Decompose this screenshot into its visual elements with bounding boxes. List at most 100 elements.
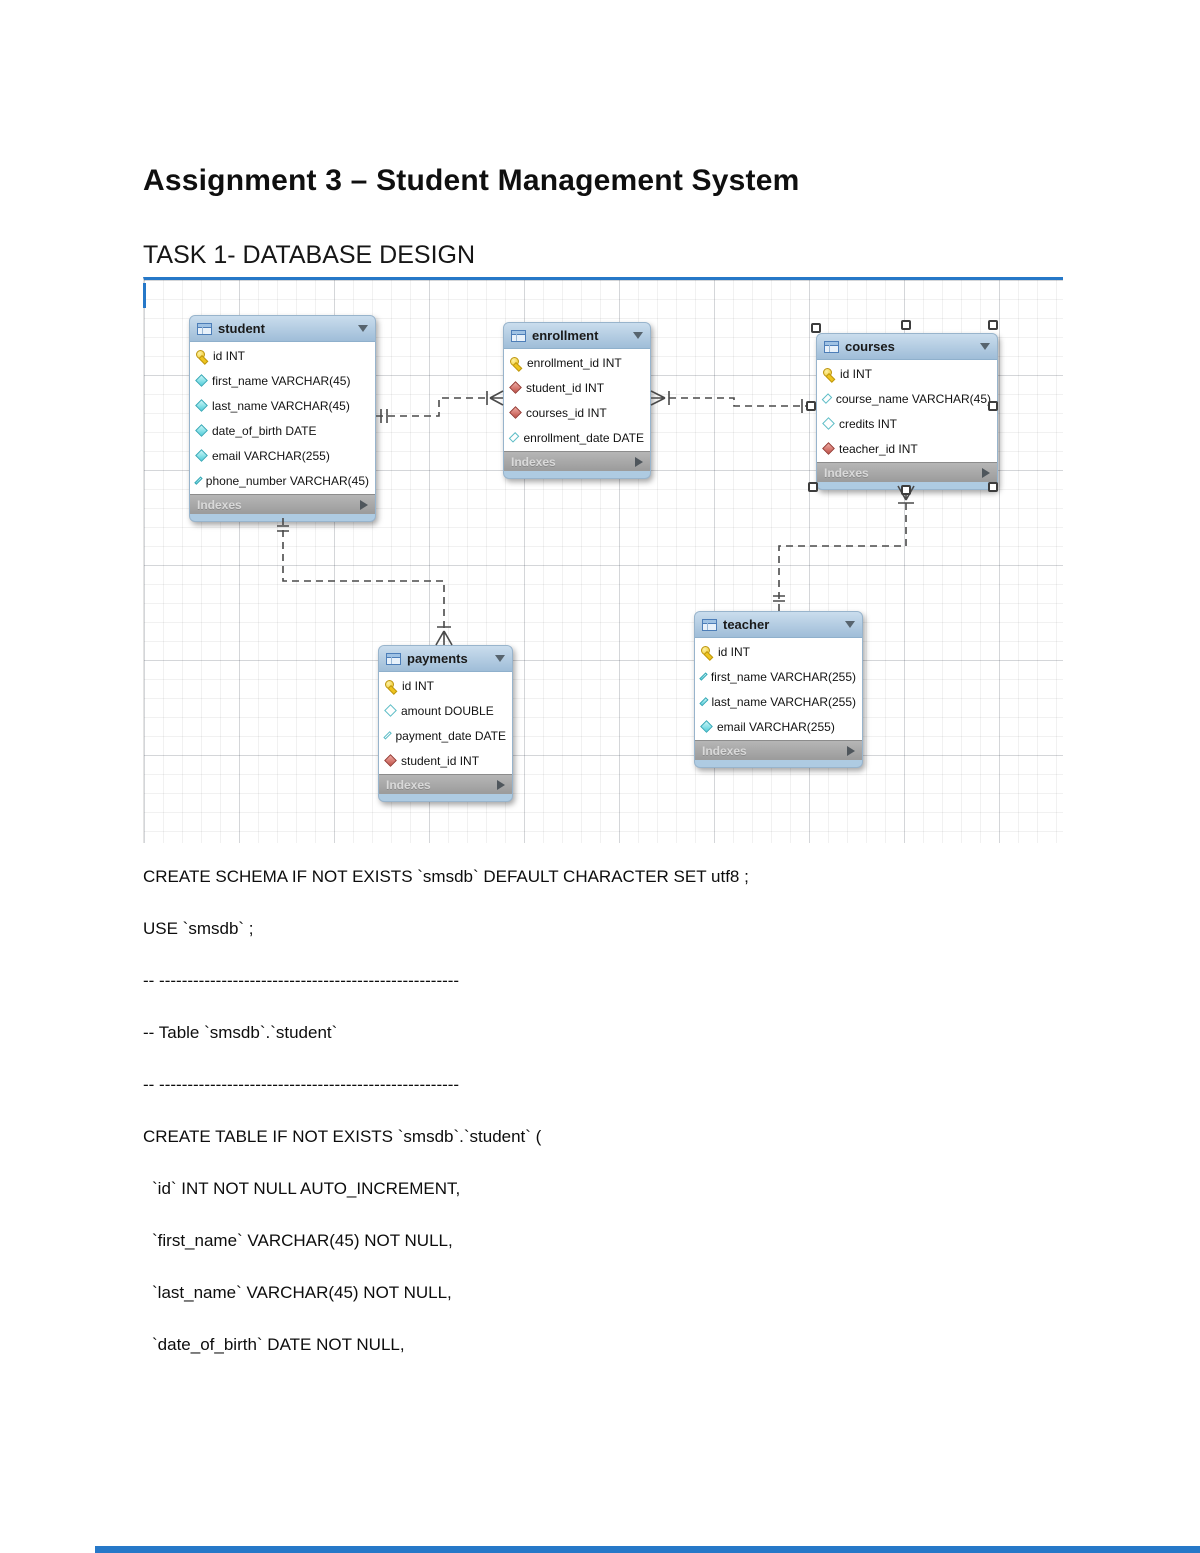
eer-diagram-canvas: student id INT first_name VARCHAR(45) la…: [143, 277, 1063, 843]
key-icon: [385, 679, 397, 692]
column-row: email VARCHAR(255): [695, 714, 862, 739]
diamond-filled-icon: [195, 374, 208, 387]
selection-handle: [988, 482, 998, 492]
column-label: id INT: [402, 678, 435, 693]
column-row: date_of_birth DATE: [190, 418, 375, 443]
indexes-label: Indexes: [702, 743, 747, 758]
er-table-courses: courses id INT course_name VARCHAR(45) c…: [816, 333, 998, 490]
column-row: first_name VARCHAR(255): [695, 664, 862, 689]
column-row: enrollment_date DATE: [504, 425, 650, 450]
diamond-filled-icon: [195, 424, 208, 437]
table-header: enrollment: [504, 323, 650, 349]
column-label: student_id INT: [401, 753, 480, 768]
page-bottom-rule: [95, 1546, 1200, 1553]
column-label: enrollment_date DATE: [523, 430, 644, 445]
diamond-hollow-icon: [384, 704, 397, 717]
diamond-fk-icon: [822, 442, 835, 455]
indexes-bar: Indexes: [695, 740, 862, 760]
expand-arrow-icon: [847, 745, 855, 756]
section-heading: TASK 1- DATABASE DESIGN: [143, 240, 476, 269]
column-row: payment_date DATE: [379, 723, 512, 748]
sql-line: `first_name` VARCHAR(45) NOT NULL,: [152, 1231, 453, 1250]
diamond-filled-icon: [700, 720, 713, 733]
canvas-edge-mark: [143, 283, 146, 308]
indexes-bar: Indexes: [504, 451, 650, 471]
diamond-fk-icon: [509, 406, 522, 419]
diamond-hollow-icon: [508, 432, 520, 443]
table-header: payments: [379, 646, 512, 672]
expand-arrow-icon: [635, 456, 643, 467]
column-label: payment_date DATE: [395, 728, 506, 743]
expand-arrow-icon: [360, 499, 368, 510]
column-row: id INT: [190, 343, 375, 368]
diamond-filled-icon: [194, 476, 203, 485]
column-label: first_name VARCHAR(255): [710, 669, 856, 684]
chevron-down-icon: [358, 325, 368, 332]
diamond-hollow-icon: [822, 417, 835, 430]
sql-line: `last_name` VARCHAR(45) NOT NULL,: [152, 1283, 452, 1302]
column-row: amount DOUBLE: [379, 698, 512, 723]
column-row: id INT: [379, 673, 512, 698]
sql-line: -- Table `smsdb`.`student`: [143, 1023, 338, 1042]
indexes-label: Indexes: [824, 465, 869, 480]
table-icon: [386, 652, 401, 665]
column-label: enrollment_id INT: [527, 355, 622, 370]
column-label: phone_number VARCHAR(45): [205, 473, 369, 488]
diamond-hollow-icon: [821, 393, 833, 404]
diamond-filled-icon: [699, 697, 709, 706]
indexes-label: Indexes: [386, 777, 431, 792]
table-name: teacher: [723, 617, 770, 632]
sql-code-block: CREATE SCHEMA IF NOT EXISTS `smsdb` DEFA…: [143, 866, 1123, 1386]
column-label: last_name VARCHAR(45): [212, 398, 350, 413]
table-icon: [511, 329, 526, 342]
diamond-fk-icon: [384, 754, 397, 767]
diamond-filled-icon: [195, 449, 208, 462]
table-name: enrollment: [532, 328, 599, 343]
column-label: amount DOUBLE: [401, 703, 494, 718]
indexes-label: Indexes: [197, 497, 242, 512]
column-row: last_name VARCHAR(45): [190, 393, 375, 418]
indexes-bar: Indexes: [190, 494, 375, 514]
chevron-down-icon: [980, 343, 990, 350]
column-list: id INT course_name VARCHAR(45) credits I…: [817, 360, 997, 462]
sql-line: USE `smsdb` ;: [143, 919, 254, 938]
diamond-filled-icon: [699, 672, 708, 681]
column-label: id INT: [718, 644, 751, 659]
chevron-down-icon: [495, 655, 505, 662]
column-row: student_id INT: [379, 748, 512, 773]
key-icon: [510, 356, 522, 369]
column-row: phone_number VARCHAR(45): [190, 468, 375, 493]
column-label: id INT: [213, 348, 246, 363]
column-row: id INT: [695, 639, 862, 664]
table-header: teacher: [695, 612, 862, 638]
column-list: enrollment_id INT student_id INT courses…: [504, 349, 650, 451]
table-name: student: [218, 321, 265, 336]
sql-line: CREATE SCHEMA IF NOT EXISTS `smsdb` DEFA…: [143, 867, 749, 886]
key-icon: [701, 645, 713, 658]
table-icon: [197, 322, 212, 335]
table-name: payments: [407, 651, 468, 666]
column-row: enrollment_id INT: [504, 350, 650, 375]
column-label: course_name VARCHAR(45): [835, 391, 991, 406]
column-row: first_name VARCHAR(45): [190, 368, 375, 393]
column-label: email VARCHAR(255): [717, 719, 835, 734]
key-icon: [823, 367, 835, 380]
column-label: id INT: [840, 366, 873, 381]
indexes-label: Indexes: [511, 454, 556, 469]
table-name: courses: [845, 339, 895, 354]
er-table-student: student id INT first_name VARCHAR(45) la…: [189, 315, 376, 522]
column-label: teacher_id INT: [839, 441, 918, 456]
column-label: credits INT: [839, 416, 898, 431]
diamond-filled-icon: [195, 399, 208, 412]
column-label: last_name VARCHAR(255): [711, 694, 857, 709]
column-row: credits INT: [817, 411, 997, 436]
chevron-down-icon: [633, 332, 643, 339]
selection-handle: [806, 401, 816, 411]
er-table-teacher: teacher id INT first_name VARCHAR(255) l…: [694, 611, 863, 768]
sql-line: CREATE TABLE IF NOT EXISTS `smsdb`.`stud…: [143, 1127, 542, 1146]
column-label: courses_id INT: [526, 405, 607, 420]
page-title: Assignment 3 – Student Management System: [143, 164, 800, 198]
selection-handle: [988, 401, 998, 411]
column-label: student_id INT: [526, 380, 605, 395]
sql-line: `date_of_birth` DATE NOT NULL,: [152, 1335, 405, 1354]
